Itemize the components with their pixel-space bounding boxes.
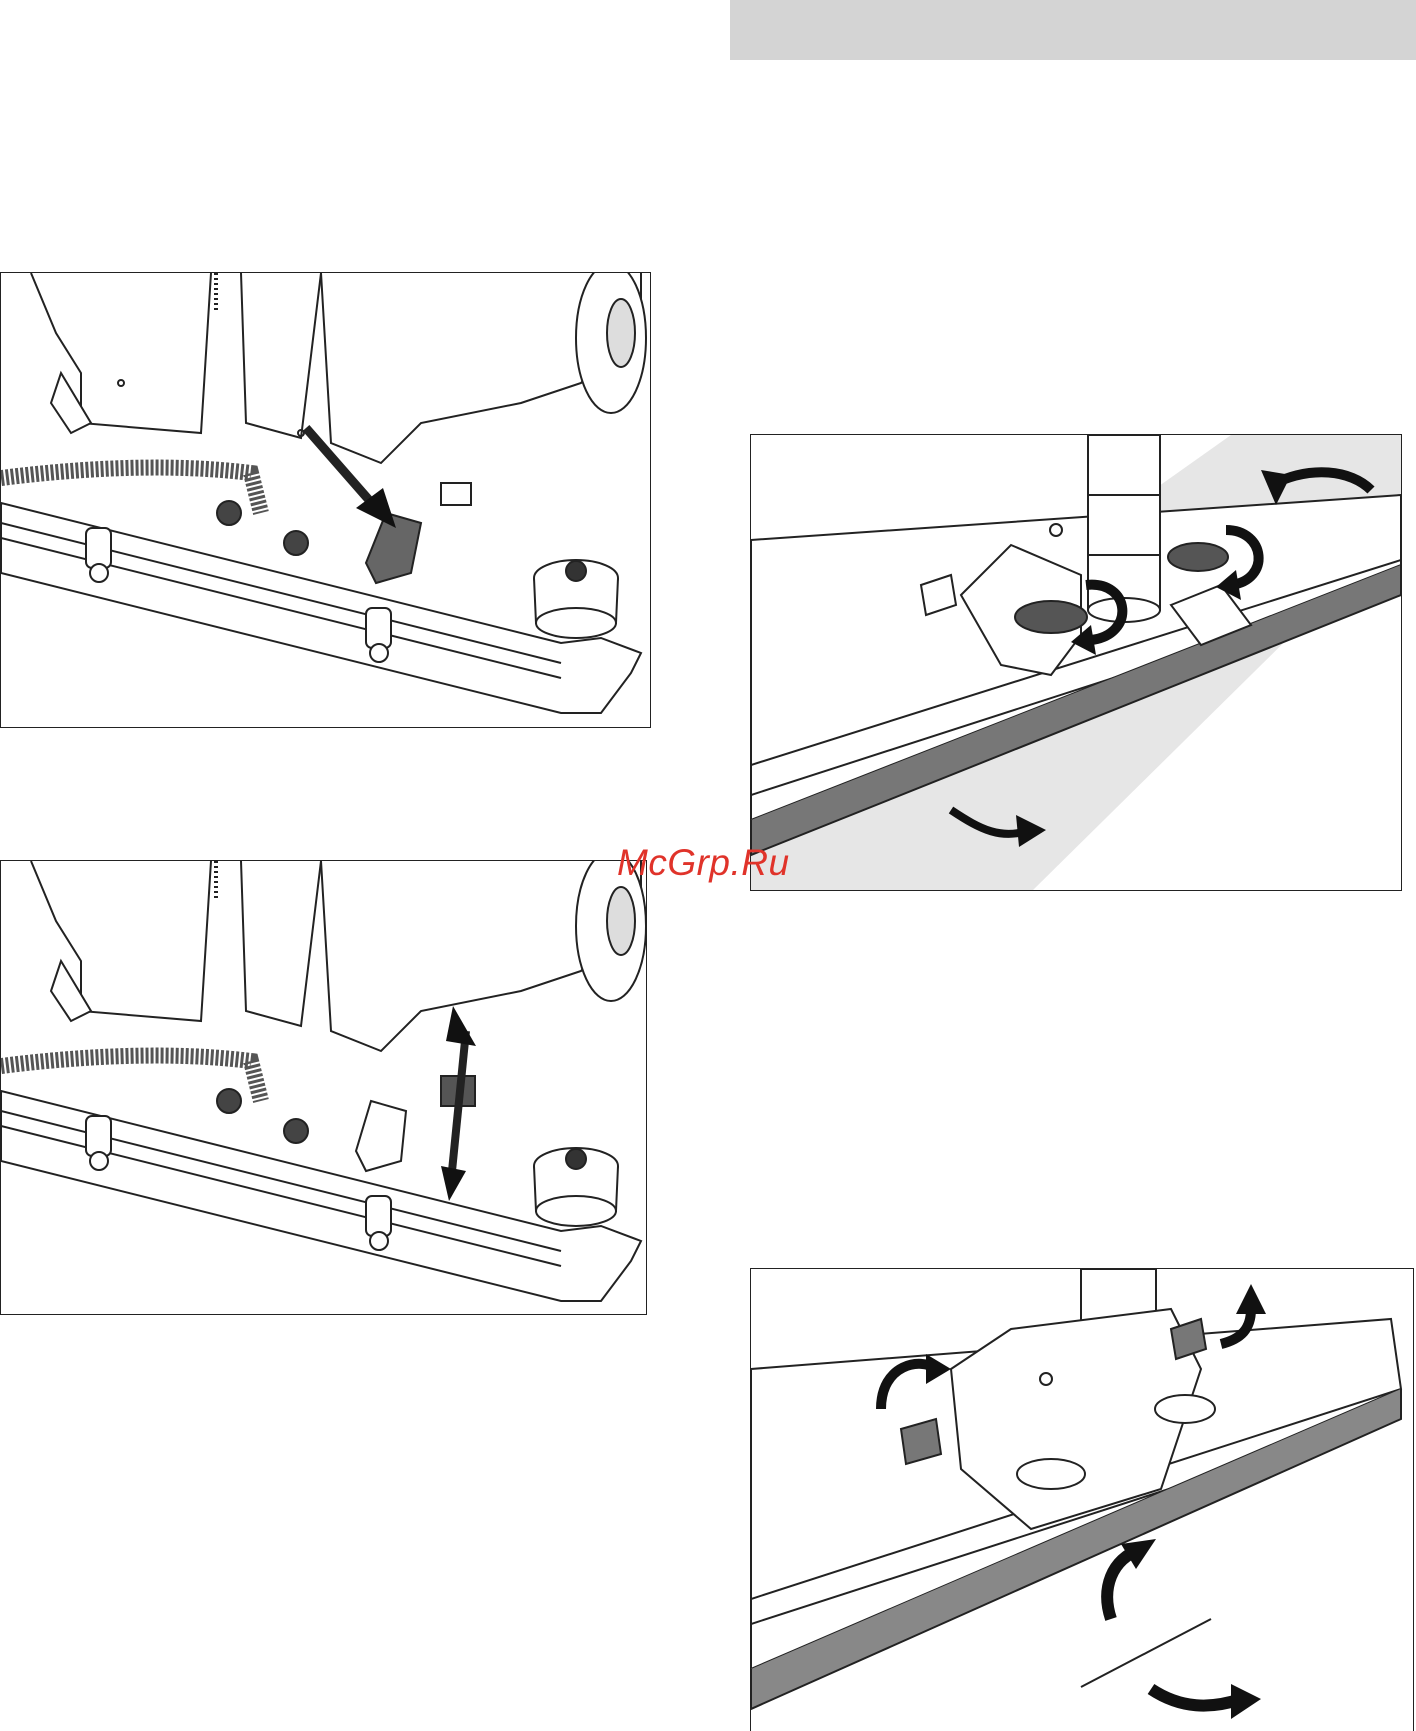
figure-squeegee-pedal-press: [0, 272, 651, 728]
squeegee-pedal-press-illustration: [1, 273, 651, 728]
section-header-bar: [730, 0, 1416, 60]
figure-squeegee-knob-tighten: [750, 1268, 1414, 1731]
squeegee-knob-tighten-illustration: [751, 1269, 1414, 1731]
squeegee-knob-loosen-illustration: [751, 435, 1402, 891]
figure-squeegee-pedal-lift: [0, 860, 647, 1315]
figure-squeegee-knob-loosen: [750, 434, 1402, 891]
watermark-text: McGrp.Ru: [617, 842, 790, 884]
squeegee-pedal-lift-illustration: [1, 861, 647, 1315]
